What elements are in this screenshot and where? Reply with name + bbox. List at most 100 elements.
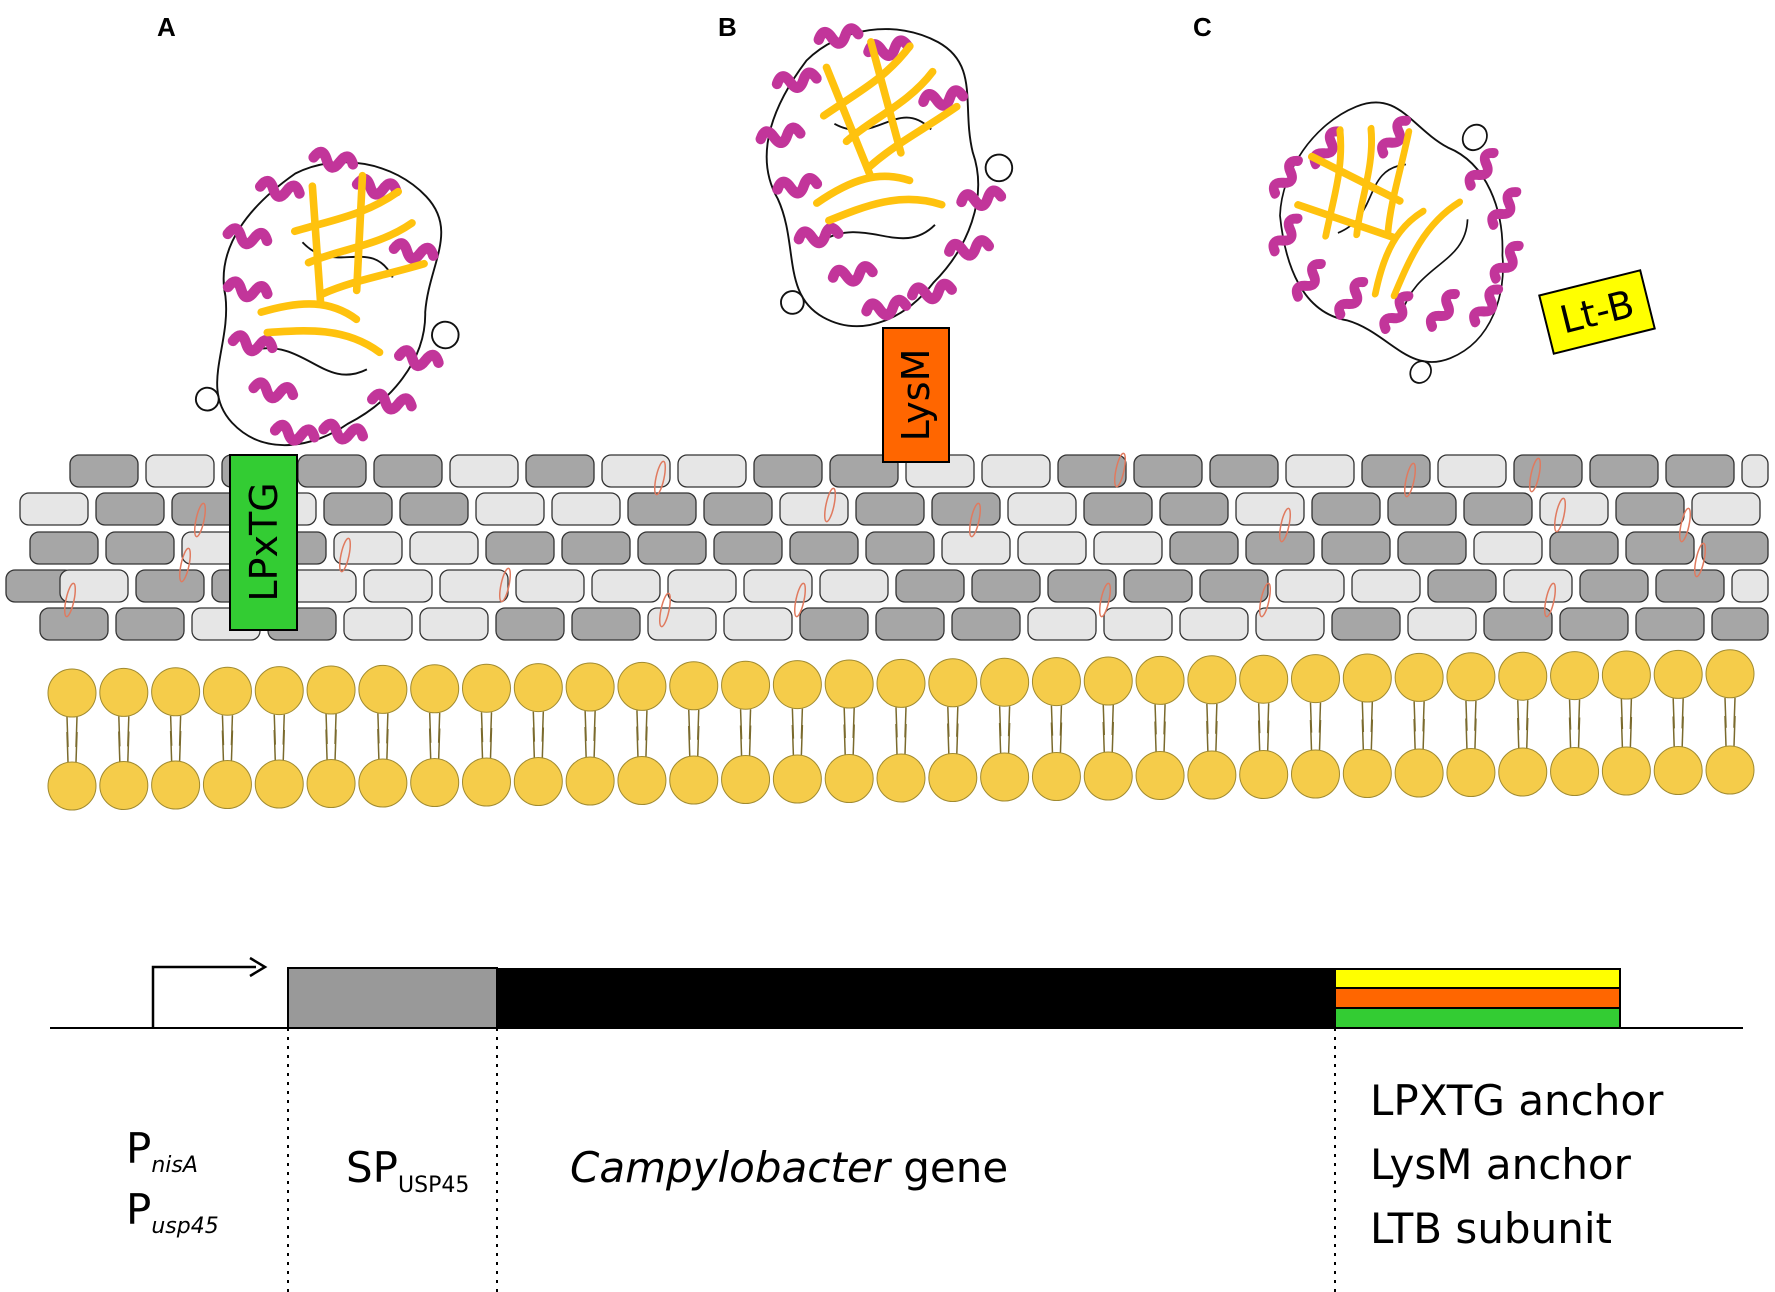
protein-strand — [308, 182, 325, 308]
lipid-tail — [273, 729, 276, 761]
cell-wall-brick — [29, 531, 99, 565]
lipid-tail — [584, 726, 587, 758]
crosslink-mark — [793, 582, 807, 618]
cell-wall-brick — [779, 492, 849, 526]
lipid-head — [1601, 746, 1651, 796]
lpxtg-anchor-box: LPxTG — [229, 454, 298, 631]
lipid-tail — [480, 727, 484, 759]
protein-helix — [907, 278, 957, 305]
lipid-bilayer-membrane — [47, 649, 1755, 811]
lipid-tail — [489, 727, 493, 759]
lipid-tail — [956, 723, 959, 754]
lipid-tail — [1154, 721, 1157, 752]
lipid-head — [565, 662, 615, 712]
cell-wall-brick — [1549, 531, 1619, 565]
cell-wall-brick — [1361, 454, 1431, 488]
cell-wall-brick — [333, 531, 403, 565]
lipid-head — [1239, 654, 1289, 704]
lipid-tail — [697, 725, 700, 757]
lipid-tail — [1007, 722, 1011, 754]
cell-wall-brick — [1285, 454, 1355, 488]
lipid-tail — [437, 728, 441, 759]
cell-wall-brick — [1123, 569, 1193, 603]
cell-wall-brick — [627, 492, 697, 526]
cell-wall-brick — [1711, 607, 1769, 641]
protein-strand — [1384, 128, 1413, 237]
lipid-tail — [1629, 716, 1633, 748]
crosslink-mark — [823, 487, 837, 523]
crosslink-mark — [193, 502, 207, 538]
cell-wall-brick — [753, 454, 823, 488]
lipid-tail — [282, 729, 285, 761]
lipid-head — [99, 667, 149, 717]
lipid-tail — [66, 731, 69, 763]
protein-loop — [780, 290, 805, 315]
ltb-rect — [1538, 269, 1656, 355]
protein-strand — [1307, 152, 1404, 205]
protein-strand — [318, 259, 428, 298]
lipid-head — [1653, 746, 1703, 795]
cell-wall-brick — [1027, 607, 1097, 641]
protein-helix — [827, 261, 878, 287]
protein-strand — [290, 187, 403, 236]
protein-loop — [1461, 123, 1488, 152]
lipid-tail — [1724, 715, 1727, 747]
lipid-head — [462, 663, 511, 713]
cell-wall-brick — [743, 569, 813, 603]
lipid-head — [358, 758, 408, 808]
campylobacter-gene-segment — [497, 968, 1335, 1028]
protein-strand — [812, 172, 914, 207]
cell-wall-brick — [1625, 531, 1695, 565]
protein-helix — [227, 330, 278, 357]
lipid-tail — [377, 728, 380, 760]
promoter-arrow-icon — [151, 965, 256, 1028]
lipid-tail — [998, 722, 1002, 754]
anchor-label-ltb: LTB subunit — [1370, 1204, 1612, 1253]
lipid-head — [1394, 748, 1444, 798]
cell-wall-brick — [667, 569, 737, 603]
lipid-head — [410, 758, 460, 807]
lipid-head — [1187, 750, 1237, 800]
lipid-head — [1705, 649, 1755, 699]
lipid-head — [1291, 654, 1340, 704]
protein-helix — [793, 222, 844, 249]
lipid-tail — [1318, 719, 1322, 751]
lipid-tail — [791, 724, 795, 756]
lipid-tail — [1681, 716, 1684, 747]
crosslink-mark — [1258, 582, 1272, 618]
protein-helix — [388, 238, 439, 264]
lipid-tail — [636, 726, 639, 757]
cell-wall-brick — [637, 531, 707, 565]
lipid-tail — [118, 731, 121, 762]
cell-wall-brick — [1731, 569, 1769, 603]
cell-wall-brick — [1093, 531, 1163, 565]
lipid-head — [513, 757, 563, 806]
lipid-head — [1342, 653, 1392, 703]
lipid-tail — [1370, 719, 1374, 750]
cell-wall-brick — [1503, 569, 1573, 603]
lipid-head — [1498, 747, 1548, 797]
lipid-tail — [739, 725, 743, 756]
cell-wall-brick — [819, 569, 889, 603]
lipid-tail — [541, 727, 545, 758]
protein-helix — [956, 185, 1007, 211]
cell-wall-brick — [115, 607, 185, 641]
cell-wall-brick — [1437, 454, 1507, 488]
gene-label: Campylobacter gene — [570, 1143, 1008, 1192]
anchor-label-lysm: LysM anchor — [1370, 1140, 1632, 1189]
cell-wall-brick — [439, 569, 509, 603]
cell-wall-brick — [105, 531, 175, 565]
lipid-tail — [1620, 716, 1624, 748]
protein-helix — [1268, 155, 1303, 199]
protein-helix — [308, 146, 359, 173]
cell-wall-brick — [1427, 569, 1497, 603]
cell-wall-brick — [829, 454, 899, 488]
lipid-head — [772, 660, 822, 710]
stripe-yellow — [1334, 968, 1621, 989]
cell-wall-brick — [951, 607, 1021, 641]
protein-helix — [1469, 284, 1504, 328]
lipid-tail — [169, 730, 173, 762]
lipid-head — [202, 760, 252, 809]
crosslink-mark — [1693, 542, 1707, 578]
cell-wall-brick — [799, 607, 869, 641]
